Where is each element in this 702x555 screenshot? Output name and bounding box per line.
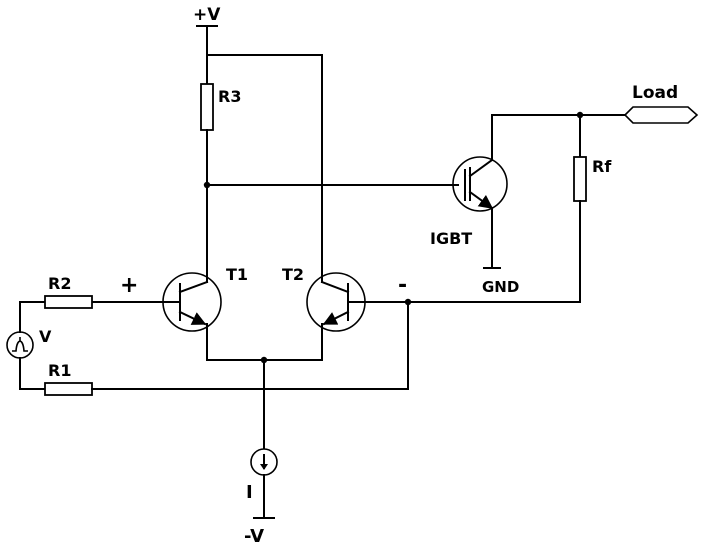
igbt-label: IGBT [430, 229, 472, 248]
r3-label: R3 [218, 87, 241, 106]
t1-label: T1 [226, 265, 248, 284]
voltage-source-icon [6, 331, 34, 359]
npn-transistor-icon [162, 272, 222, 332]
resistor-r1: R1 [44, 361, 93, 396]
plus-input-label: + [120, 273, 138, 298]
minus-input-label: - [398, 273, 407, 298]
resistor-icon [44, 382, 93, 396]
negative-supply-label: -V [244, 526, 264, 547]
t2-label: T2 [282, 265, 304, 284]
current-source: I [246, 448, 278, 503]
transistor-t2: T2 [282, 265, 366, 332]
current-source-label: I [246, 482, 253, 503]
resistor-rf: Rf [573, 156, 612, 202]
igbt-icon [452, 156, 508, 212]
ground: GND [482, 267, 519, 296]
resistor-icon [573, 156, 587, 202]
load-terminal-icon [623, 106, 699, 124]
load-terminal: Load [623, 83, 699, 124]
current-source-icon [250, 448, 278, 476]
resistor-r2: R2 [44, 274, 93, 309]
rf-label: Rf [592, 157, 612, 176]
voltage-source: V [6, 327, 52, 359]
resistor-icon [44, 295, 93, 309]
resistor-icon [200, 83, 214, 131]
load-label: Load [632, 83, 678, 103]
voltage-source-label: V [39, 327, 52, 346]
transistor-t1: T1 [162, 265, 248, 332]
resistor-r3: R3 [200, 83, 241, 131]
r1-label: R1 [48, 361, 71, 380]
positive-supply-label: +V [193, 5, 221, 25]
gnd-label: GND [482, 278, 519, 296]
igbt: IGBT [430, 156, 508, 248]
positive-supply: +V [193, 5, 221, 56]
r2-label: R2 [48, 274, 71, 293]
